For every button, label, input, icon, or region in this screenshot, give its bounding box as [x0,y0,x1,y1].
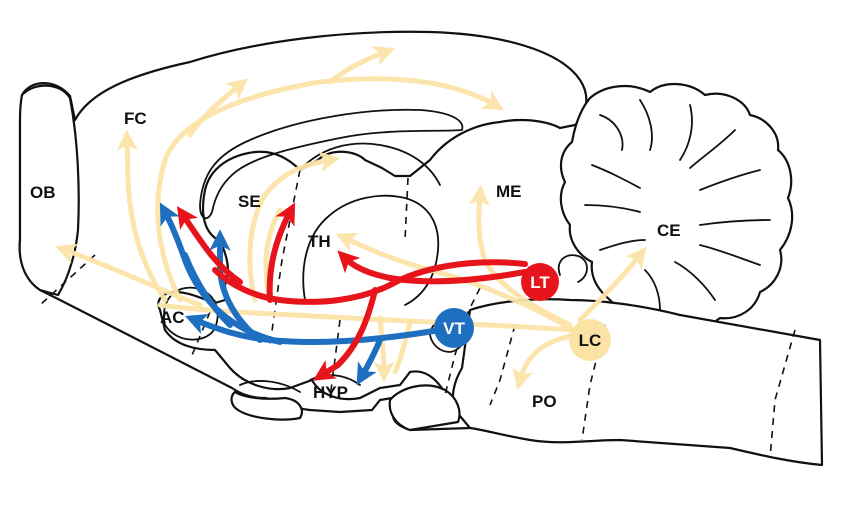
label-se: SE [238,192,261,211]
node-lc-label: LC [579,331,602,350]
label-po: PO [532,392,557,411]
lc-path-cortex-up1 [187,78,249,138]
boundary-midbrain-1 [404,177,409,241]
boundary-hyp [329,319,341,399]
lc-path-cortex-arc [155,76,505,303]
lc-path-se [247,151,341,303]
lt-projections [176,202,528,381]
anterior-commissure-loop [163,286,219,341]
lc-path-fc-low [116,129,168,303]
lt-path-hyp [312,287,378,381]
label-ac: AC [160,308,185,327]
label-fc: FC [124,109,147,128]
label-th: TH [308,232,331,251]
lc-path-ob [55,243,203,308]
pons-bump-outline [388,384,461,432]
vt-path-hyp [356,337,383,386]
lc-path-hyp2 [392,319,413,375]
label-hyp: HYP [313,383,348,402]
label-me: ME [496,182,522,201]
cerebellum-outline [559,82,794,330]
lc-path-ce [577,246,647,323]
label-ob: OB [30,183,56,202]
lc-path-po [512,332,578,391]
lt-path-se [266,202,296,303]
cerebellum-folia [584,99,771,311]
vt-path-main [184,313,443,345]
lc-path-cortex-up2 [327,46,395,85]
node-vt: VT [434,308,474,348]
boundary-diencephalon [269,169,301,346]
node-lc-circle [569,319,611,361]
boundary-midbrain-2 [444,287,481,396]
corpus-callosum [199,108,464,220]
node-lc: LC [569,319,611,361]
brainstem-outline [451,298,824,467]
lc-path-hyp [373,315,395,383]
node-vt-label: VT [443,319,465,338]
lt-path-fc [176,206,243,285]
pituitary-outline [230,390,303,421]
label-ce: CE [657,221,681,240]
vt-path-se2 [182,252,233,328]
node-vt-circle [434,308,474,348]
node-lt: LT [521,263,559,301]
boundary-pons [489,324,516,406]
lc-projections [55,46,647,391]
node-lt-label: LT [530,273,550,292]
lt-path-main [212,259,528,305]
node-lt-circle [521,263,559,301]
colliculus-bump [557,254,588,283]
